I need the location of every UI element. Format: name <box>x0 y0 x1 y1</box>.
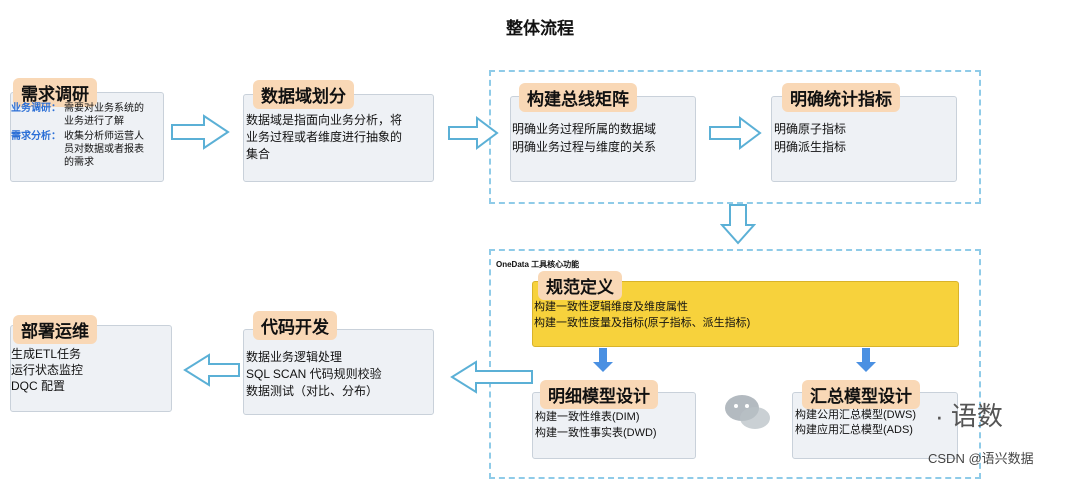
business-research-label: 业务调研： <box>11 103 61 114</box>
summary-model-tag: 汇总模型设计 <box>802 380 920 409</box>
business-research-line-1: 需要对业务系统的 <box>64 103 144 114</box>
metrics-line-1: 明确原子指标 <box>774 122 847 136</box>
detail-model-tag: 明细模型设计 <box>540 380 658 409</box>
left-arrow-icon <box>183 353 240 387</box>
deploy-ops-line-3: DQC 配置 <box>11 379 66 393</box>
down-arrow-icon <box>720 204 756 245</box>
summary-model-line-1: 构建公用汇总模型(DWS) <box>795 409 916 421</box>
data-domain-line-2: 业务过程或者维度进行抽象的 <box>246 130 403 144</box>
code-dev-line-2: SQL SCAN 代码规则校验 <box>246 367 382 381</box>
data-domain-line-3: 集合 <box>246 147 271 161</box>
code-dev-line-1: 数据业务逻辑处理 <box>246 350 343 364</box>
requirement-research-box <box>10 92 164 182</box>
code-dev-line-3: 数据测试（对比、分布） <box>246 384 379 398</box>
detail-model-line-1: 构建一致性维表(DIM) <box>535 411 640 423</box>
spec-definition-line-2: 构建一致性度量及指标(原子指标、派生指标) <box>534 317 751 329</box>
need-analysis-line-3: 的需求 <box>64 157 94 168</box>
left-arrow-icon <box>450 360 533 394</box>
code-dev-tag: 代码开发 <box>253 311 337 340</box>
metrics-line-2: 明确派生指标 <box>774 140 847 154</box>
detail-model-line-2: 构建一致性事实表(DWD) <box>535 427 657 439</box>
need-analysis-line-1: 收集分析师运营人 <box>64 131 144 142</box>
business-research-line-2: 业务进行了解 <box>64 116 124 127</box>
bus-matrix-line-1: 明确业务过程所属的数据域 <box>512 122 657 136</box>
deploy-ops-line-1: 生成ETL任务 <box>11 347 82 361</box>
spec-definition-tag: 规范定义 <box>538 271 622 300</box>
deploy-ops-tag: 部署运维 <box>13 315 97 344</box>
down-arrow-icon <box>593 348 613 372</box>
need-analysis-label: 需求分析： <box>11 131 61 142</box>
right-arrow-icon <box>709 116 762 150</box>
right-arrow-icon <box>448 116 499 150</box>
onedata-label: OneData 工具核心功能 <box>496 260 580 269</box>
down-arrow-icon <box>856 348 876 372</box>
data-domain-tag: 数据域划分 <box>253 80 354 109</box>
watermark-footer: CSDN @语兴数据 <box>928 451 1034 466</box>
requirement-research-tag: 需求调研 <box>13 78 97 107</box>
right-arrow-icon <box>171 114 230 150</box>
bus-matrix-tag: 构建总线矩阵 <box>519 83 637 112</box>
metrics-tag: 明确统计指标 <box>782 83 900 112</box>
need-analysis-line-2: 员对数据或者报表 <box>64 144 144 155</box>
spec-definition-line-1: 构建一致性逻辑维度及维度属性 <box>534 301 688 313</box>
summary-model-line-2: 构建应用汇总模型(ADS) <box>795 424 913 436</box>
deploy-ops-line-2: 运行状态监控 <box>11 363 84 377</box>
data-domain-line-1: 数据域是指面向业务分析，将 <box>246 113 403 127</box>
bus-matrix-line-2: 明确业务过程与维度的关系 <box>512 140 657 154</box>
wechat-icon <box>725 395 770 429</box>
code-dev-box <box>243 329 434 415</box>
page-title: 整体流程 <box>506 19 574 38</box>
watermark-brand: · 语数 <box>935 401 1003 431</box>
